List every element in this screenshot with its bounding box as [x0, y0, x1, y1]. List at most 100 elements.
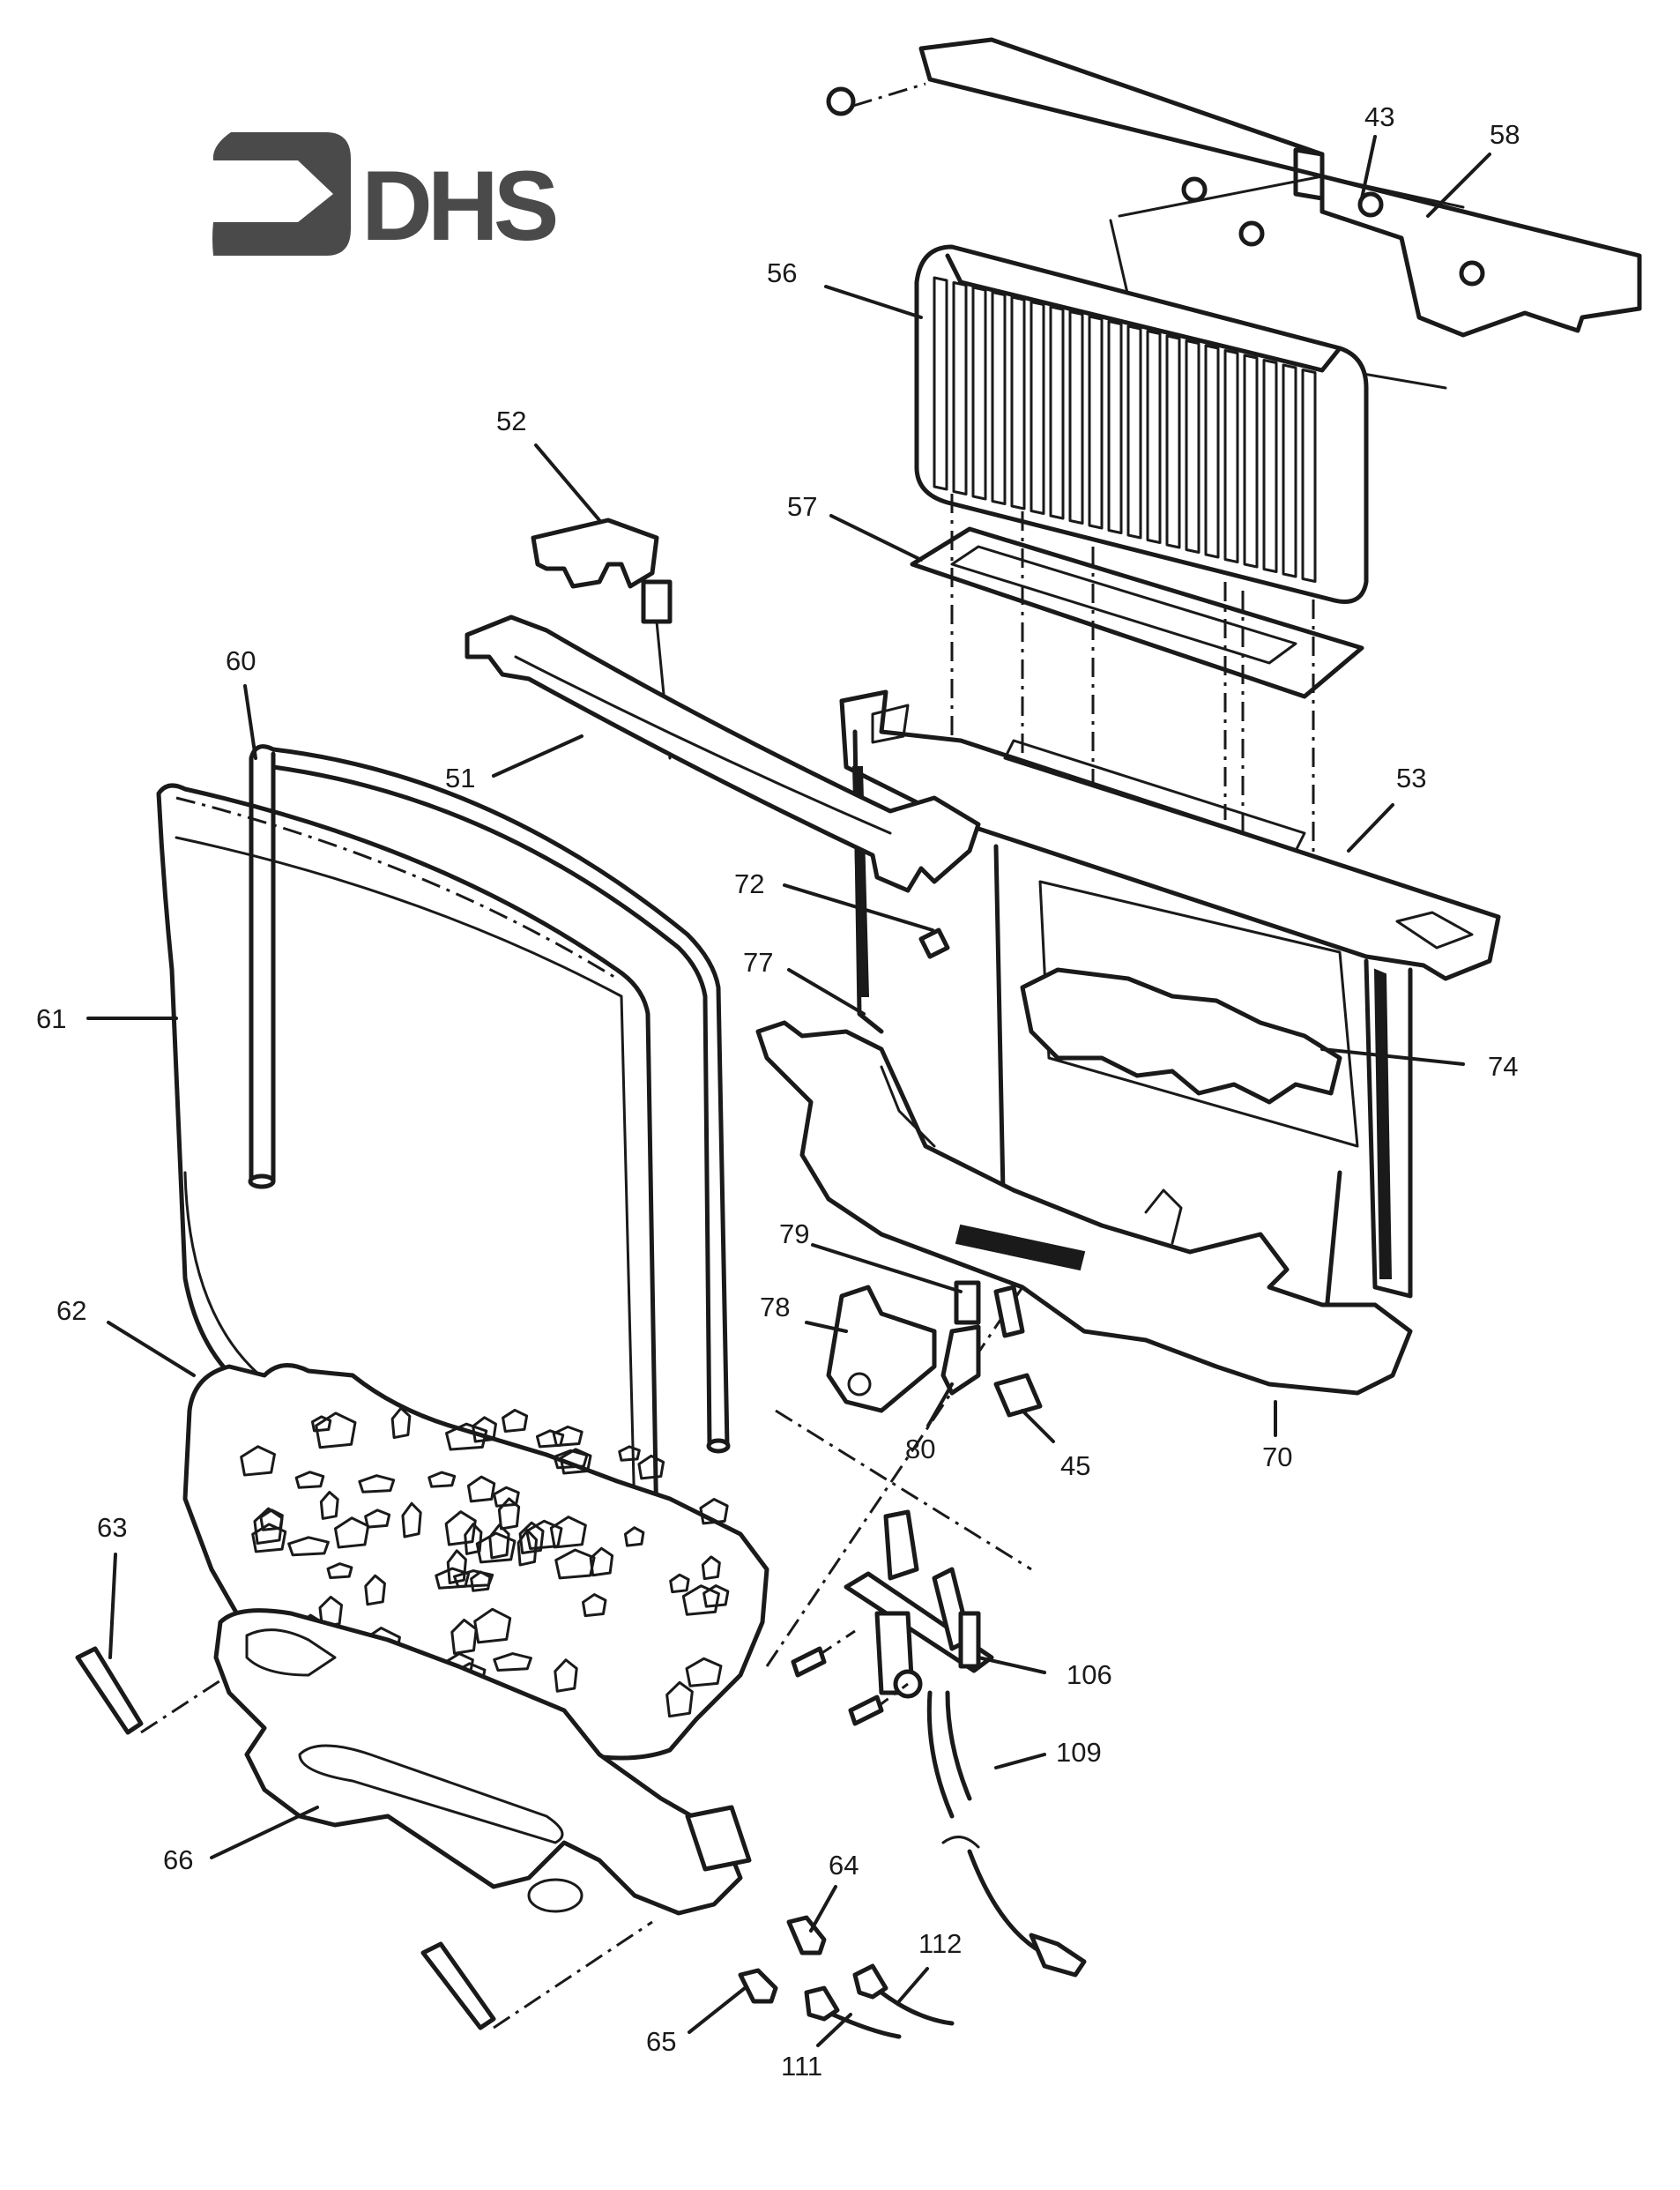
- coal-lump: [502, 1408, 529, 1433]
- heat-exchanger-fin: [933, 276, 948, 491]
- callout-53: 53: [1396, 763, 1426, 793]
- coal-lump: [435, 1567, 471, 1590]
- callout-79: 79: [779, 1218, 809, 1249]
- part-112-pipe-nut: [852, 1963, 955, 2026]
- heat-exchanger-fin: [1049, 305, 1065, 520]
- coal-lump: [445, 1422, 488, 1451]
- heat-exchanger-fin: [1107, 320, 1123, 534]
- coal-lump: [326, 1562, 353, 1580]
- callout-70: 70: [1262, 1441, 1292, 1472]
- callout-61: 61: [36, 1003, 66, 1034]
- coal-lump: [535, 1429, 565, 1449]
- coal-lump: [581, 1593, 607, 1618]
- callout-78: 78: [760, 1292, 790, 1322]
- part-57-gasket-plate: [910, 526, 1364, 699]
- heat-exchanger-fin: [991, 291, 1007, 505]
- coal-lump: [665, 1680, 694, 1718]
- heat-exchanger-fin: [1068, 310, 1084, 525]
- callout-80: 80: [905, 1434, 935, 1464]
- heat-exchanger-fin: [1185, 339, 1201, 554]
- callout-111: 111: [781, 2051, 822, 2082]
- coal-lump: [701, 1555, 721, 1581]
- heat-exchanger-fin: [1204, 344, 1220, 559]
- callout-66: 66: [163, 1844, 193, 1875]
- coal-lump: [554, 1658, 578, 1693]
- screws-106: [791, 1646, 884, 1726]
- coal-lump: [669, 1573, 690, 1594]
- coal-lump: [390, 1406, 412, 1440]
- heat-exchanger-fin: [1030, 301, 1045, 515]
- coal-lump: [452, 1569, 494, 1589]
- part-111-pipe-nut: [804, 1985, 902, 2039]
- part-106-pilot-assembly: [814, 1509, 994, 1712]
- callout-106: 106: [1067, 1659, 1112, 1690]
- coal-lump: [549, 1516, 587, 1549]
- part-70-base-tray: [755, 1020, 1413, 1396]
- callout-77: 77: [743, 947, 773, 978]
- callout-65: 65: [646, 2026, 676, 2057]
- coal-lump: [517, 1529, 539, 1567]
- heat-exchanger-fin: [1262, 359, 1278, 573]
- coal-lump: [333, 1516, 370, 1549]
- heat-exchanger-fin: [1146, 330, 1162, 544]
- coal-lump: [444, 1510, 477, 1546]
- callout-112: 112: [918, 1928, 962, 1959]
- callout-72: 72: [734, 868, 764, 899]
- callout-58: 58: [1490, 119, 1520, 150]
- part-78-pilot-bracket: [826, 1285, 937, 1413]
- screws-group-43: [1181, 176, 1485, 287]
- coal-lump: [251, 1523, 287, 1553]
- callout-60: 60: [226, 645, 256, 676]
- callout-52: 52: [496, 406, 526, 436]
- part-51-top-rail: [465, 615, 981, 893]
- part-pin-lower: [420, 1920, 653, 2030]
- coal-lump: [525, 1519, 563, 1550]
- part-72-clip: [918, 927, 950, 959]
- coal-lump: [401, 1501, 422, 1538]
- coal-lump: [493, 1652, 532, 1672]
- coal-lump: [253, 1507, 284, 1546]
- coal-lump: [315, 1412, 357, 1449]
- coal-lump: [473, 1607, 512, 1644]
- callout-63: 63: [97, 1512, 127, 1543]
- coal-lump: [240, 1445, 276, 1477]
- coal-lump: [488, 1523, 510, 1560]
- coal-lump: [623, 1526, 645, 1547]
- callout-57: 57: [787, 491, 817, 522]
- part-74-rear-coal-panel: [1020, 967, 1342, 1105]
- coal-lump: [553, 1449, 589, 1470]
- part-65-injector: [738, 1968, 778, 2004]
- coal-lump: [358, 1474, 396, 1494]
- coal-lump: [287, 1536, 330, 1557]
- part-80-bracket: [940, 1324, 981, 1396]
- coal-lump: [446, 1549, 467, 1584]
- heat-exchanger-fin: [1126, 324, 1142, 540]
- part-60-frame-rod: [248, 744, 731, 1454]
- brand-logo-text: DHS: [361, 151, 556, 261]
- callout-labels: 43 58 56 52 57 60 51 53 72 77 61 74 79 7…: [36, 101, 1520, 2082]
- callout-64: 64: [829, 1850, 859, 1881]
- coal-lump: [450, 1618, 478, 1655]
- coal-lump: [618, 1445, 641, 1462]
- assembly-lines: [765, 494, 1315, 1667]
- heat-exchanger-fin: [1088, 315, 1104, 530]
- coal-lump: [364, 1574, 386, 1606]
- coal-lump: [552, 1425, 584, 1447]
- coal-lump: [637, 1454, 665, 1480]
- coal-lump: [589, 1546, 614, 1577]
- coal-lump: [681, 1584, 720, 1616]
- callout-109: 109: [1056, 1737, 1102, 1768]
- part-109-thermocouple: [926, 1690, 1087, 1978]
- part-56-heat-exchanger: [914, 244, 1369, 604]
- coal-lump: [685, 1657, 723, 1687]
- brand-logo: DHS: [212, 132, 561, 261]
- coal-lump: [702, 1584, 730, 1608]
- heat-exchanger-fin: [1165, 334, 1181, 549]
- callout-56: 56: [767, 257, 797, 288]
- heat-exchanger-fin: [1223, 349, 1239, 563]
- callout-62: 62: [56, 1295, 86, 1326]
- coal-lump: [475, 1531, 517, 1564]
- part-52-bracket: [531, 518, 673, 760]
- coal-lump: [493, 1486, 520, 1508]
